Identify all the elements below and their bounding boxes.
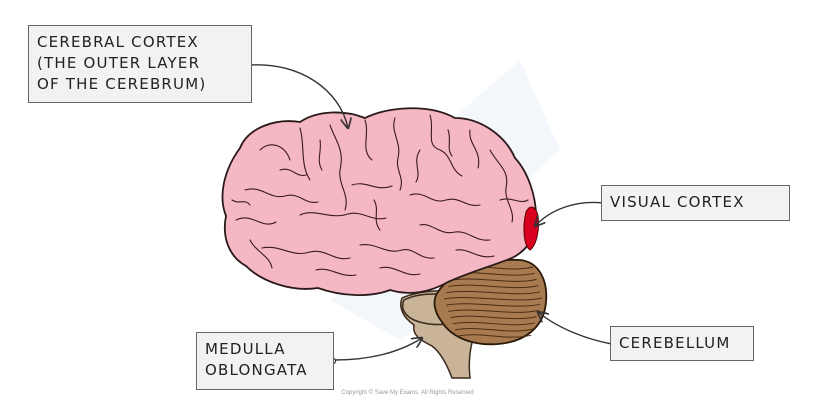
medulla-label-line-2: OBLONGATA xyxy=(205,361,308,379)
cerebral-cortex-label: CEREBRAL CORTEX (THE OUTER LAYER OF THE … xyxy=(28,25,252,103)
cerebellum xyxy=(433,258,548,346)
cerebellum-fold xyxy=(448,284,539,289)
cerebellum-label: CEREBELLUM xyxy=(610,326,754,361)
visual-cortex-label: VISUAL CORTEX xyxy=(601,185,790,221)
visual-cortex-region xyxy=(523,206,539,251)
medulla-oblongata-label: MEDULLA OBLONGATA xyxy=(196,332,334,390)
visual-cortex-pointer xyxy=(535,201,604,226)
cerebellum-label-text: CEREBELLUM xyxy=(619,334,731,352)
visual-cortex-label-text: VISUAL CORTEX xyxy=(610,193,745,211)
cerebral-cortex-label-line-3: OF THE CEREBRUM) xyxy=(37,75,207,93)
cerebrum xyxy=(221,107,539,296)
cerebral-cortex-label-line-2: (THE OUTER LAYER xyxy=(37,54,201,72)
cerebellum-fold xyxy=(446,303,541,307)
cerebellum-fold xyxy=(454,328,534,332)
cerebral-cortex-label-line-1: CEREBRAL CORTEX xyxy=(37,33,199,51)
cerebellum-fold xyxy=(457,334,532,338)
cerebellum-fold xyxy=(450,278,537,282)
cerebellum-fold xyxy=(448,309,539,313)
cerebellum-fold xyxy=(450,315,537,320)
cerebellum-fold xyxy=(452,321,535,326)
medulla-pointer xyxy=(333,338,422,361)
cerebellum-fold xyxy=(446,290,541,295)
cerebellum-fold xyxy=(443,297,543,301)
cerebral-cortex-pointer xyxy=(249,64,348,128)
copyright-notice: Copyright © Save My Exams. All Rights Re… xyxy=(341,390,474,396)
cerebellum-pointer xyxy=(538,312,613,345)
medulla-label-line-1: MEDULLA xyxy=(205,340,286,358)
